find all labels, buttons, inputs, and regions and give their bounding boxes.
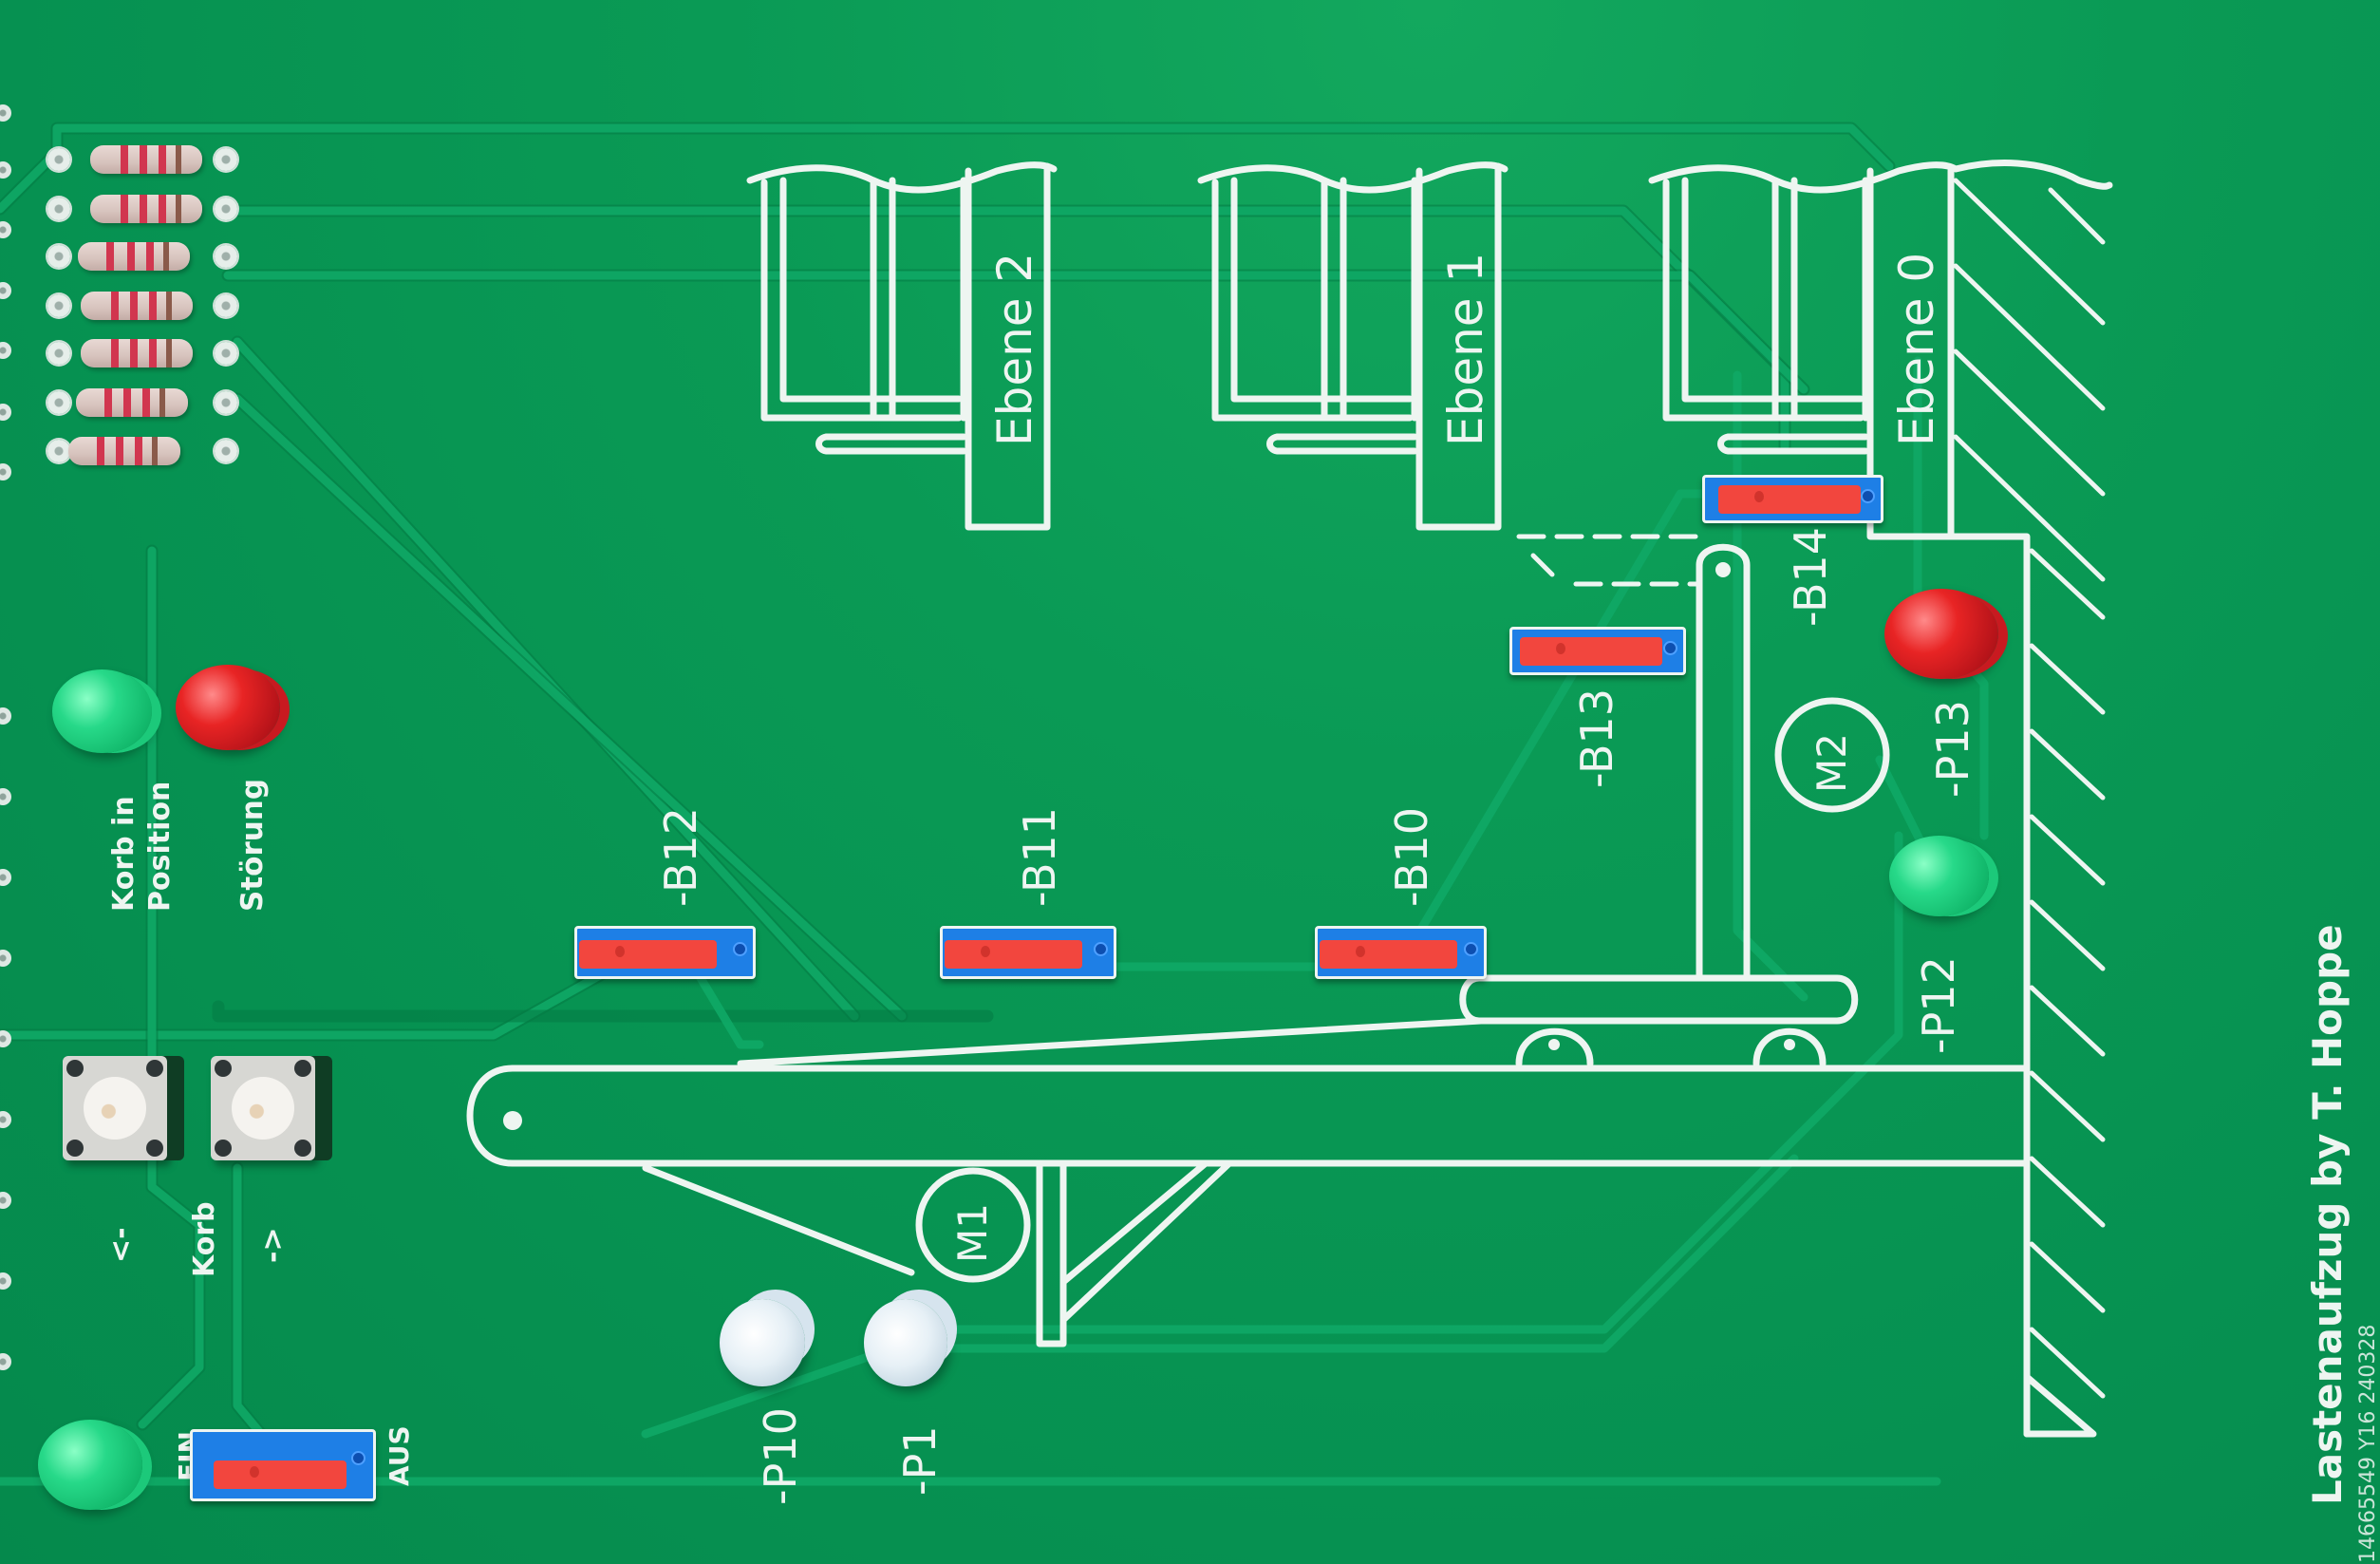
edge-pad	[0, 161, 11, 179]
board-title: Lastenaufzug by T. Hoppe	[2304, 924, 2351, 1505]
label-aus: AUS	[384, 1425, 415, 1486]
label-ebene-1: Ebene 1	[1438, 252, 1493, 446]
edge-pad	[0, 104, 11, 122]
led-power	[38, 1420, 142, 1510]
edge-pad	[0, 1111, 11, 1128]
board-serial: 614665549 Y16 240328	[2356, 1324, 2380, 1564]
label-korb-in-position: Korb in Position	[107, 781, 177, 912]
power-switch[interactable]	[190, 1429, 376, 1501]
silk-wall	[1947, 167, 2106, 1438]
label-ebene-2: Ebene 2	[987, 252, 1042, 446]
copper-traces	[0, 122, 1989, 1486]
edge-pad	[0, 282, 11, 299]
sensor-switch-b12[interactable]	[574, 926, 756, 979]
edge-pad	[0, 463, 11, 481]
silk-levels	[746, 160, 2113, 540]
led-stoerung	[176, 665, 280, 750]
edge-pad	[0, 788, 11, 805]
lamp-p11	[864, 1299, 947, 1386]
edge-pad	[0, 1353, 11, 1370]
sensor-switch-b10[interactable]	[1315, 926, 1487, 979]
edge-pad	[0, 221, 11, 238]
arrow-right-label: ->	[256, 1227, 290, 1263]
label-b11: -B11	[1014, 806, 1065, 907]
edge-pad	[0, 1192, 11, 1209]
label-p12: -P12	[1913, 956, 1964, 1054]
label-b13: -B13	[1571, 688, 1622, 788]
korb-right-button[interactable]	[211, 1056, 315, 1160]
lamp-p10	[720, 1299, 805, 1386]
arrow-left-label: <-	[104, 1227, 138, 1263]
silk-lift	[466, 534, 2031, 1347]
label-b14: -B14	[1785, 526, 1836, 627]
edge-pad	[0, 1030, 11, 1047]
label-p10: -P10	[755, 1407, 806, 1505]
edge-pad	[0, 950, 11, 967]
sensor-switch-b14[interactable]	[1702, 475, 1883, 523]
label-b12: -B12	[655, 806, 706, 907]
korb-label: Korb	[188, 1201, 221, 1277]
edge-pad	[0, 707, 11, 725]
edge-pad	[0, 342, 11, 359]
label-p13: -P13	[1927, 700, 1978, 798]
label-b10: -B10	[1386, 806, 1437, 907]
label-stoerung: Störung	[235, 778, 270, 912]
lamp-p12	[1889, 836, 1989, 916]
edge-pad	[0, 869, 11, 886]
label-p11: -P1	[894, 1425, 946, 1496]
sensor-switch-b11[interactable]	[940, 926, 1116, 979]
label-m1: M1	[949, 1203, 996, 1263]
label-ebene-0: Ebene 0	[1889, 252, 1944, 446]
led-korb-in-position	[52, 669, 152, 753]
edge-pad	[0, 1272, 11, 1290]
edge-pad	[0, 404, 11, 421]
korb-left-button[interactable]	[63, 1056, 167, 1160]
label-m2: M2	[1808, 733, 1855, 793]
sensor-switch-b13[interactable]	[1509, 627, 1686, 675]
lamp-p13	[1884, 589, 1998, 679]
